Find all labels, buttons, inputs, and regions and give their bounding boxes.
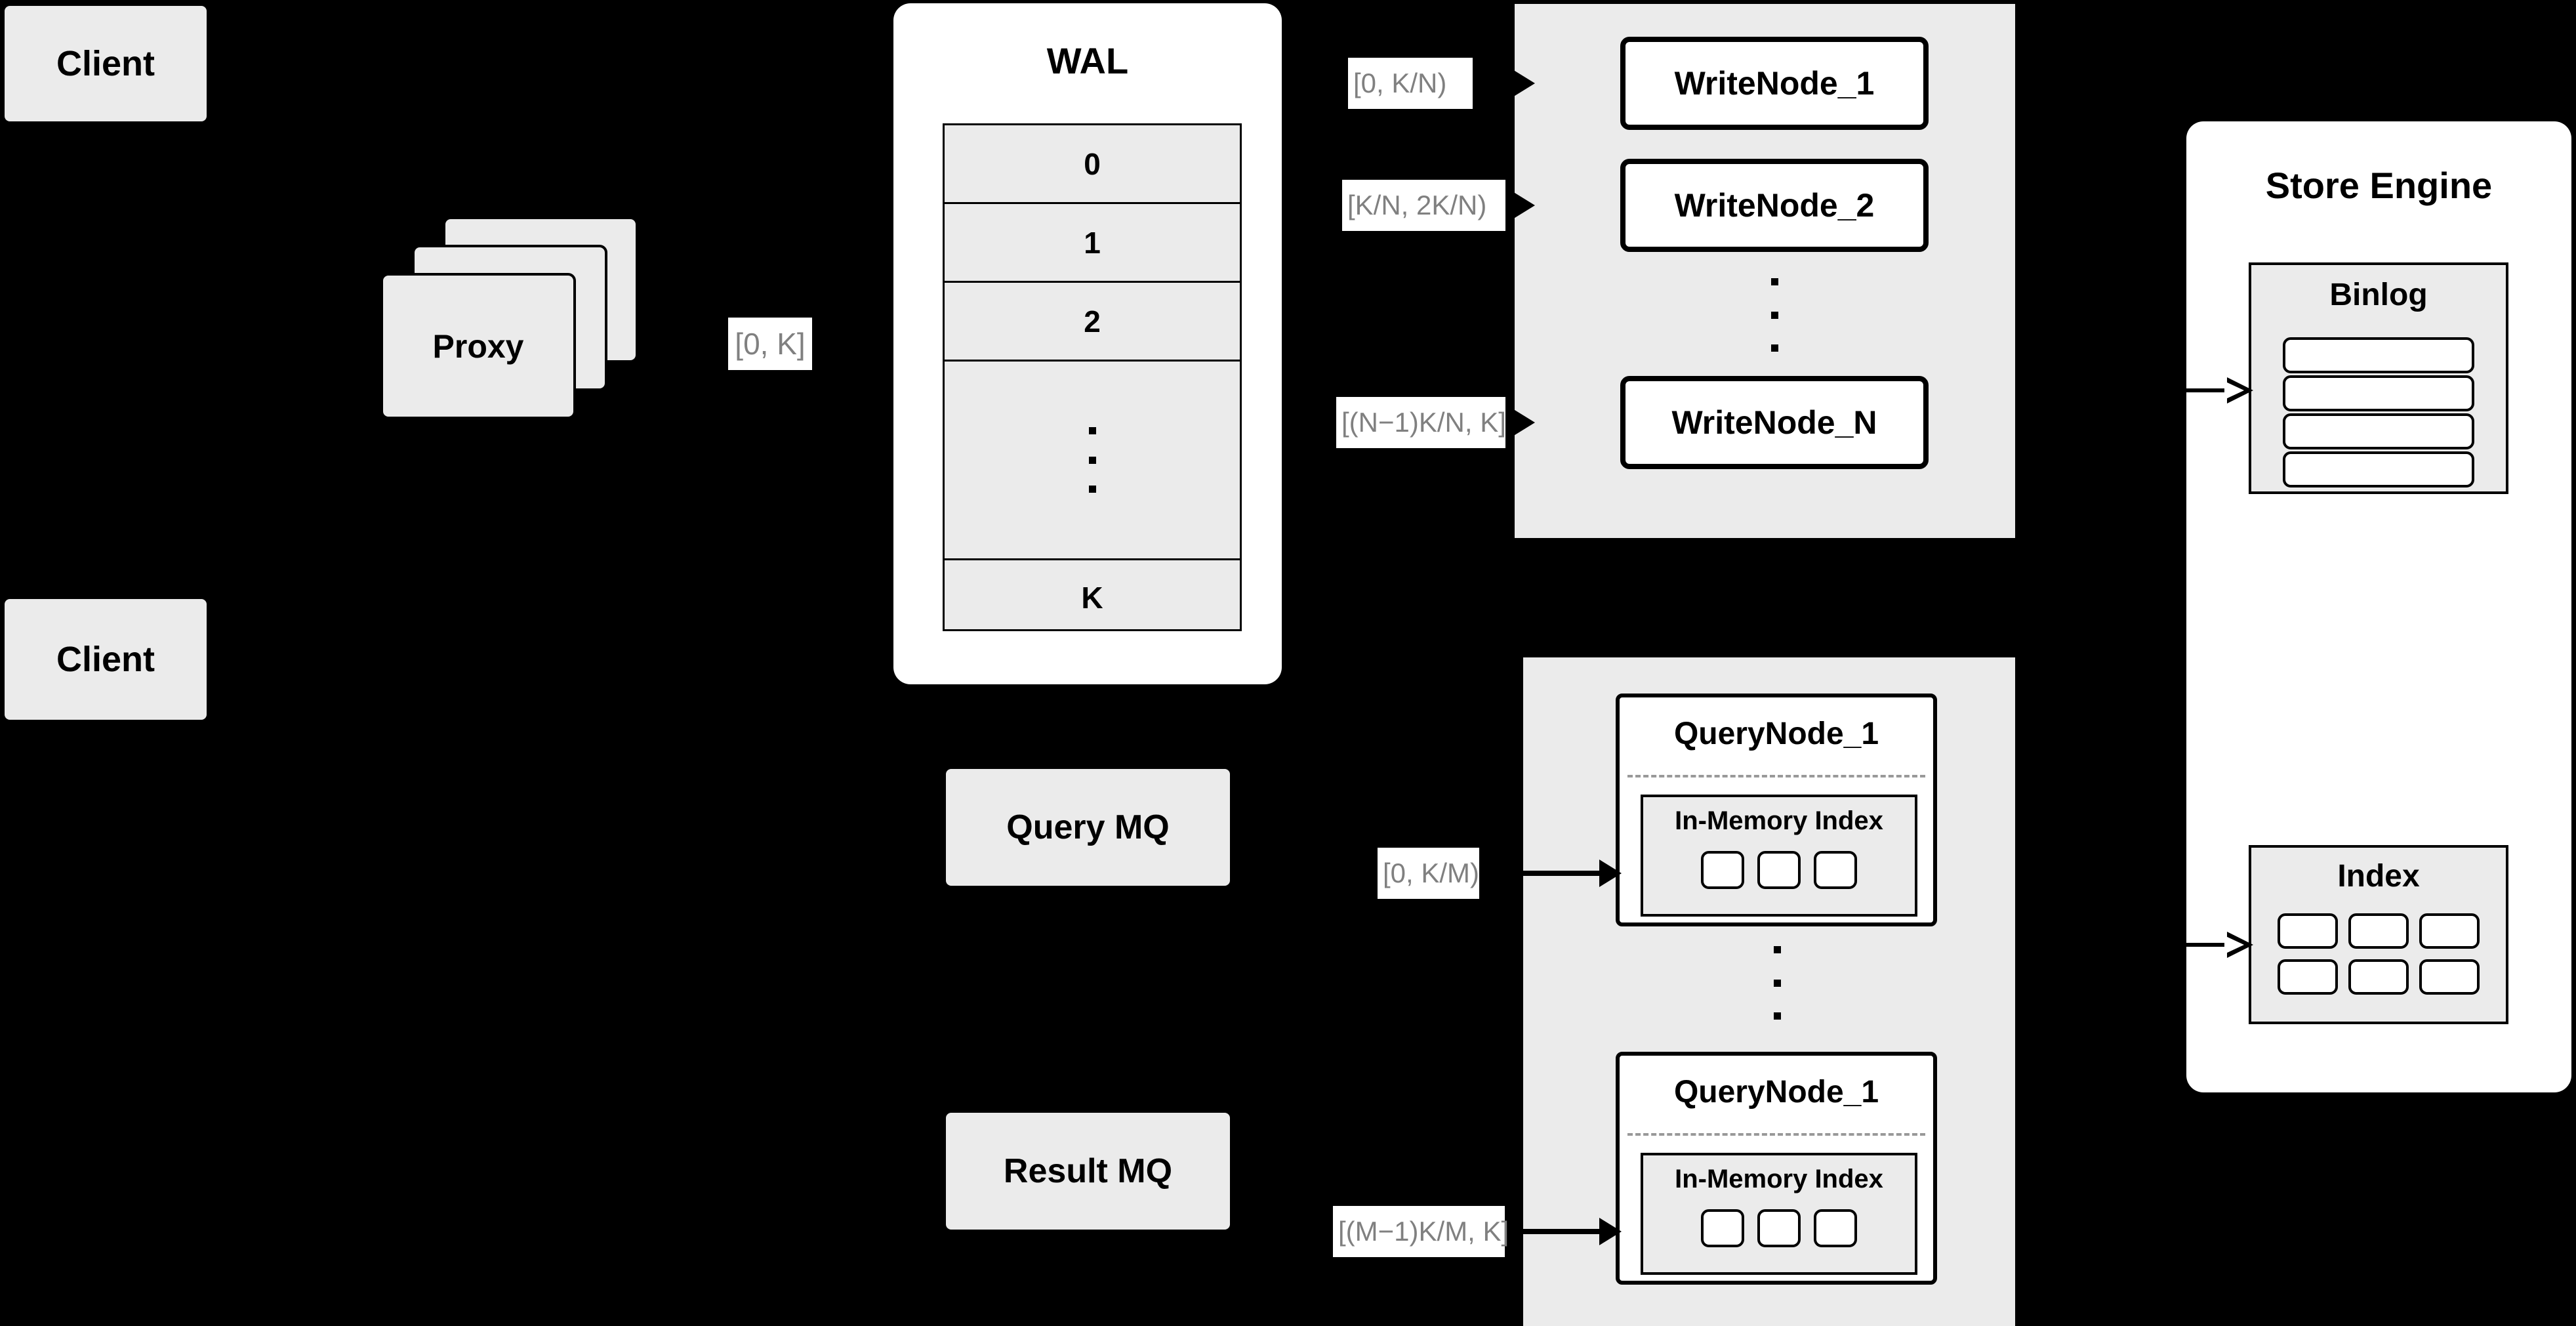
wal-row-ellipsis [945,362,1240,560]
arrow-to-query-node-2 [1437,1218,1622,1245]
index-slot [2348,913,2409,949]
wal-row-0: 0 [945,125,1240,204]
write-node-1[interactable]: WriteNode_1 [1620,37,1929,130]
index-slot [2278,913,2338,949]
result-mq-box[interactable]: Result MQ [946,1113,1230,1230]
index-slot [1814,1209,1857,1247]
range-label-write-node-n: [(N−1)K/N, K] [1336,397,1506,448]
query-node-1-divider [1627,775,1925,777]
range-label-query-node-m: [(M−1)K/M, K] [1333,1206,1509,1257]
binlog-slot [2283,451,2474,487]
query-node-2[interactable]: QueryNode_1 In-Memory Index [1616,1052,1937,1285]
range-text: [0, K] [735,327,806,361]
binlog-slot [2283,375,2474,411]
query-mq-label: Query MQ [1006,808,1170,846]
query-cluster-vertical-ellipsis [1773,946,1781,1020]
index-slot [1757,1209,1801,1247]
arrow-to-write-node-1 [1437,70,1535,97]
hollow-arrow-head-icon [2224,932,2253,958]
in-memory-index-title-1: In-Memory Index [1675,806,1883,835]
client-label-1: Client [56,44,155,83]
arrow-to-binlog [2186,377,2260,404]
result-mq-label: Result MQ [1003,1152,1173,1190]
query-node-2-inmemory-index: In-Memory Index [1641,1153,1917,1275]
range-text: [0, K/M) [1383,858,1480,888]
wal-panel: WAL 0 1 2 K [893,3,1282,684]
write-node-cluster: WriteNode_1 WriteNode_2 WriteNode_N [1515,4,2015,538]
range-text: [(M−1)K/M, K] [1338,1216,1509,1247]
binlog-box: Binlog [2249,262,2508,494]
arrow-to-index [2186,932,2260,958]
query-mq-box[interactable]: Query MQ [946,769,1230,886]
binlog-title: Binlog [2329,278,2428,312]
wal-row-1: 1 [945,204,1240,283]
arrow-head-icon [1513,409,1535,436]
range-label-proxy-to-wal: [0, K] [728,318,812,370]
client-box-2[interactable]: Client [5,599,207,720]
wal-row-2: 2 [945,283,1240,362]
index-slot [1814,851,1857,889]
query-node-2-divider [1627,1133,1925,1136]
write-node-n-label: WriteNode_N [1671,404,1877,441]
proxy-stack[interactable]: Proxy [380,217,676,433]
index-slot [2278,959,2338,995]
range-text: [(N−1)K/N, K] [1341,407,1506,438]
in-memory-index-title-2: In-Memory Index [1675,1165,1883,1193]
query-node-2-label: QueryNode_1 [1673,1075,1879,1109]
wal-vertical-ellipsis [1088,427,1096,493]
client-box-1[interactable]: Client [5,6,207,121]
index-box: Index [2249,845,2508,1024]
binlog-slot [2283,337,2474,373]
binlog-slot [2283,413,2474,449]
arrow-to-query-node-1 [1437,860,1622,887]
query-node-cluster: QueryNode_1 In-Memory Index QueryNode_1 … [1523,657,2015,1326]
index-slot [2419,913,2480,949]
query-node-1-label: QueryNode_1 [1673,716,1879,751]
wal-row-k: K [1081,581,1103,615]
proxy-card-front[interactable]: Proxy [380,273,576,419]
store-engine-title: Store Engine [2265,165,2493,206]
write-node-2-label: WriteNode_2 [1674,187,1875,224]
arrow-head-icon [1513,70,1535,97]
range-label-write-node-1: [0, K/N) [1348,58,1473,109]
proxy-label: Proxy [432,327,524,365]
index-slot [1701,851,1744,889]
range-label-query-node-1: [0, K/M) [1378,848,1479,899]
query-node-1[interactable]: QueryNode_1 In-Memory Index [1616,694,1937,926]
range-text: [0, K/N) [1353,68,1447,98]
arrow-head-icon [1599,1218,1622,1245]
index-slot [1757,851,1801,889]
arrow-head-icon [1513,192,1535,219]
store-engine-panel: Store Engine Binlog Index [2186,121,2571,1092]
range-text: [K/N, 2K/N) [1347,190,1487,220]
write-node-n[interactable]: WriteNode_N [1620,376,1929,469]
wal-title: WAL [1046,40,1129,81]
write-node-2[interactable]: WriteNode_2 [1620,159,1929,252]
index-slot [1701,1209,1744,1247]
hollow-arrow-head-icon [2224,377,2253,404]
query-node-1-inmemory-index: In-Memory Index [1641,795,1917,917]
index-slot [2348,959,2409,995]
write-node-1-label: WriteNode_1 [1674,65,1875,102]
write-cluster-vertical-ellipsis [1770,278,1778,352]
range-label-write-node-2: [K/N, 2K/N) [1342,180,1505,231]
index-title: Index [2337,859,2420,894]
index-slot [2419,959,2480,995]
client-label-2: Client [56,640,155,679]
wal-table: 0 1 2 K [943,123,1242,631]
arrow-head-icon [1599,860,1622,887]
